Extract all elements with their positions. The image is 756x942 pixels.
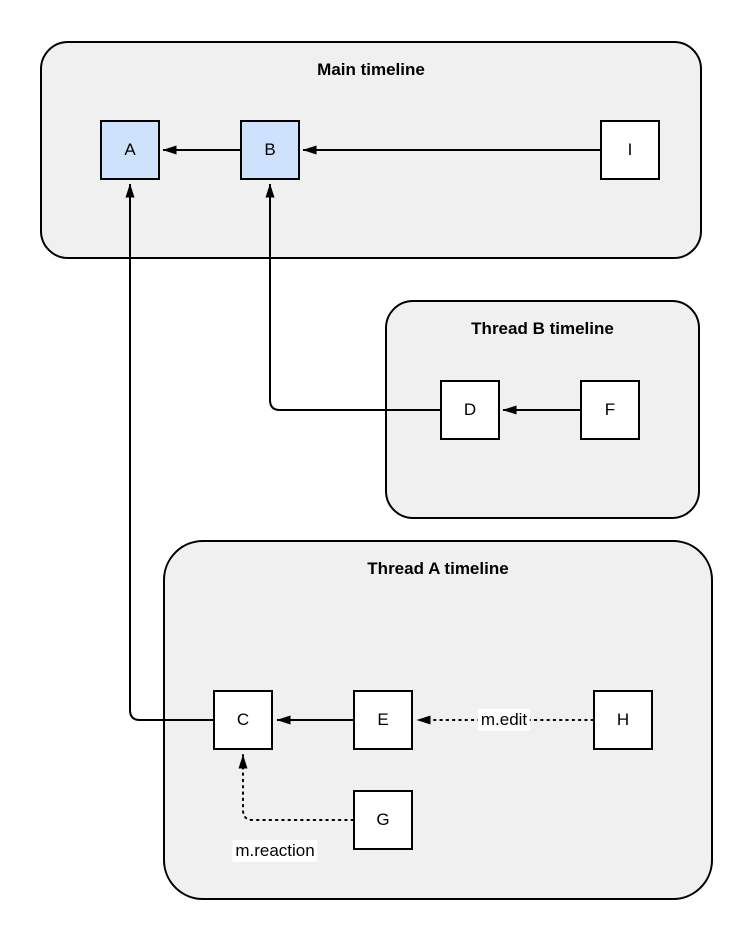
node-event-c-label: C: [236, 710, 250, 729]
node-event-i: I: [600, 120, 660, 180]
node-event-g-label: G: [376, 810, 390, 829]
node-event-a-label: A: [124, 140, 136, 159]
edge-c-to-a: [125, 183, 213, 721]
node-event-e-label: E: [377, 710, 389, 729]
edge-label-m-reaction: m.reaction: [232, 839, 318, 863]
edge-g-to-c: [238, 754, 354, 821]
node-event-b: B: [240, 120, 300, 180]
node-event-h-label: H: [616, 710, 630, 729]
node-event-d-label: D: [463, 400, 477, 419]
edge-label-m-edit: m.edit: [477, 708, 531, 732]
node-event-e: E: [353, 690, 413, 750]
node-event-f: F: [580, 380, 640, 440]
group-main-title: Main timeline: [317, 60, 425, 79]
node-event-a: A: [100, 120, 160, 180]
node-event-c: C: [213, 690, 273, 750]
node-event-b-label: B: [264, 140, 276, 159]
node-event-d: D: [440, 380, 500, 440]
node-event-i-label: I: [627, 140, 633, 159]
node-event-f-label: F: [604, 400, 616, 419]
group-thread-b-title: Thread B timeline: [471, 319, 614, 338]
node-event-g: G: [353, 790, 413, 850]
node-event-h: H: [593, 690, 653, 750]
edge-d-to-b: [265, 183, 440, 411]
group-thread-a-title: Thread A timeline: [367, 559, 509, 578]
